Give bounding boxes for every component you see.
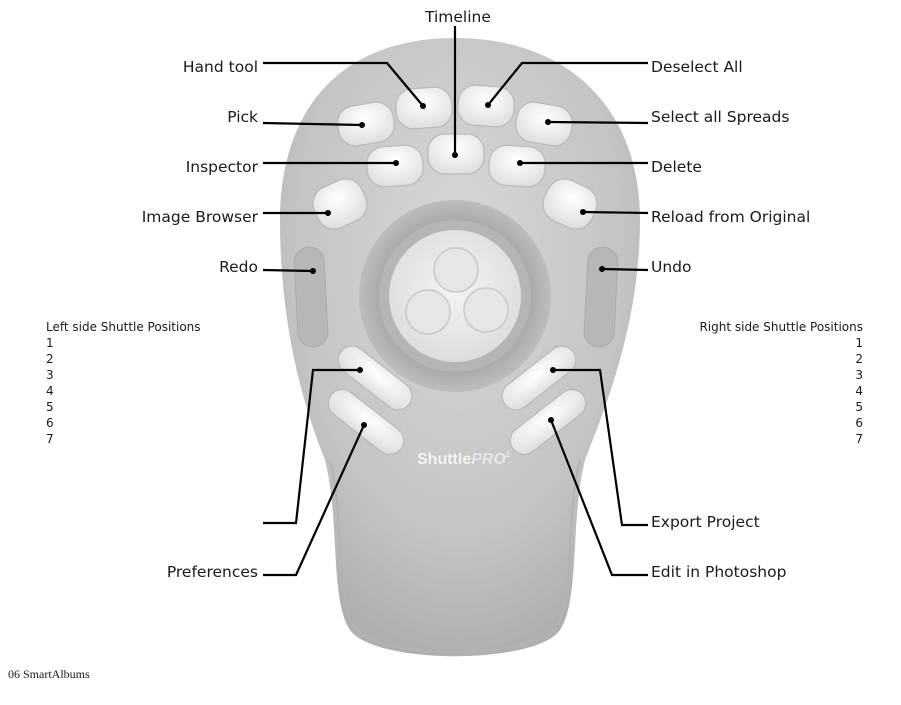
button-image-browser[interactable]	[307, 173, 373, 235]
label-image-browser: Image Browser	[141, 208, 258, 226]
right-position: 1	[855, 336, 863, 350]
leader-reload-from-original	[582, 210, 649, 215]
leader-dot	[545, 119, 551, 125]
button-reload-from-original[interactable]	[537, 173, 603, 235]
leader-dot	[420, 103, 426, 109]
leader-dot	[325, 210, 331, 216]
label-redo: Redo	[219, 258, 258, 276]
right-shuttle-title: Right side Shuttle Positions	[699, 320, 863, 334]
label-preferences: Preferences	[166, 563, 258, 581]
label-select-all-spreads: Select all Spreads	[651, 108, 790, 126]
button-export-project-left[interactable]	[332, 340, 417, 415]
label-inspector: Inspector	[185, 158, 258, 176]
left-shuttle-title: Left side Shuttle Positions	[46, 320, 201, 334]
right-shuttle-positions: Right side Shuttle Positions 1 2 3 4 5 6…	[699, 319, 863, 447]
device-body-shadow	[329, 459, 581, 653]
leader-dot	[393, 160, 399, 166]
button-select-all-spreads[interactable]	[513, 99, 575, 148]
leader-dot	[359, 122, 365, 128]
leader-dot	[485, 102, 491, 108]
footer-caption: 06 SmartAlbums	[8, 667, 90, 681]
left-position: 1	[46, 336, 54, 350]
leader-preferences	[263, 424, 366, 577]
leader-dot	[580, 209, 586, 215]
leader-dot	[599, 266, 605, 272]
leader-dot	[452, 152, 458, 158]
label-delete: Delete	[651, 158, 702, 176]
brand-logo: ShuttlePRO2	[417, 450, 511, 468]
right-position: 4	[855, 384, 863, 398]
label-reload-from-original: Reload from Original	[651, 208, 811, 226]
button-inspector[interactable]	[366, 144, 425, 188]
right-position: 5	[855, 400, 863, 414]
button-export-project[interactable]	[496, 340, 581, 415]
right-position: 6	[855, 416, 863, 430]
left-position: 2	[46, 352, 54, 366]
button-row-1	[307, 84, 603, 235]
leader-edit-in-photoshop	[549, 419, 648, 577]
jog-dimple-right	[463, 287, 509, 333]
jog-dimple-left	[405, 289, 451, 335]
leader-dot	[517, 160, 523, 166]
button-pick[interactable]	[335, 99, 397, 148]
left-position: 4	[46, 384, 54, 398]
leader-left-unlabeled	[263, 368, 360, 525]
button-preferences[interactable]	[323, 384, 410, 460]
button-redo[interactable]	[293, 246, 329, 348]
left-position: 5	[46, 400, 54, 414]
right-position: 7	[855, 432, 863, 446]
label-deselect-all: Deselect All	[651, 58, 743, 76]
leader-dot	[310, 268, 316, 274]
leader-hand-tool	[263, 61, 424, 107]
label-export-project: Export Project	[651, 513, 760, 531]
leader-redo	[262, 268, 314, 273]
right-position: 3	[855, 368, 863, 382]
label-timeline: Timeline	[425, 8, 491, 26]
label-hand-tool: Hand tool	[182, 58, 258, 76]
left-position: 6	[46, 416, 54, 430]
label-edit-in-photoshop: Edit in Photoshop	[651, 563, 787, 581]
leader-export-project	[553, 368, 648, 527]
leader-dot	[548, 417, 554, 423]
leader-pick	[262, 121, 363, 127]
left-position: 7	[46, 432, 54, 446]
leader-select-all-spreads	[547, 120, 649, 125]
label-pick: Pick	[227, 108, 258, 126]
leader-undo	[601, 267, 649, 272]
leader-dot	[550, 367, 556, 373]
leader-deselect-all	[487, 61, 648, 106]
leader-dot	[357, 367, 363, 373]
left-shuttle-positions: Left side Shuttle Positions 1 2 3 4 5 6 …	[46, 319, 201, 447]
button-delete[interactable]	[488, 144, 547, 188]
jog-dimple-top	[433, 247, 479, 293]
label-undo: Undo	[651, 258, 692, 276]
button-undo[interactable]	[583, 246, 619, 348]
right-position: 2	[855, 352, 863, 366]
leader-dot	[361, 422, 367, 428]
callout-lines	[262, 26, 649, 577]
left-position: 3	[46, 368, 54, 382]
